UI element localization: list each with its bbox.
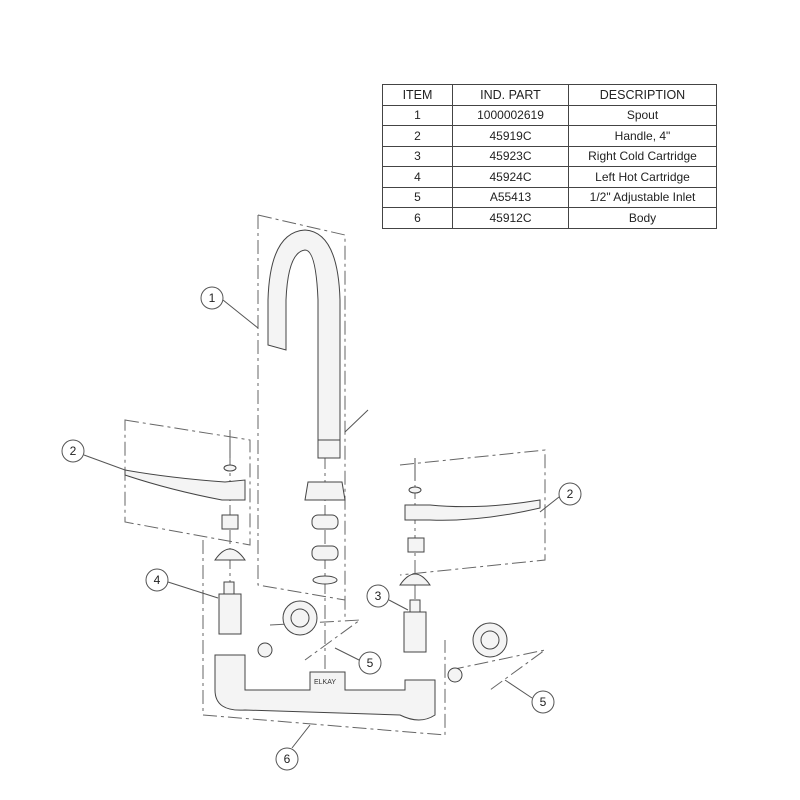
svg-text:2: 2 bbox=[70, 444, 77, 458]
right-handle bbox=[404, 499, 541, 521]
washer-right bbox=[447, 667, 463, 683]
svg-text:1: 1 bbox=[209, 291, 216, 305]
set-screw bbox=[344, 409, 369, 433]
svg-text:3: 3 bbox=[375, 589, 382, 603]
svg-text:4: 4 bbox=[154, 573, 161, 587]
right-stem bbox=[409, 599, 421, 613]
left-adapter bbox=[221, 514, 239, 530]
spout-bushing bbox=[311, 545, 339, 561]
spout-nut bbox=[304, 481, 346, 501]
callout-3: 3 bbox=[366, 584, 390, 608]
spout-group-outline bbox=[257, 214, 346, 620]
callout-4: 4 bbox=[145, 568, 169, 592]
spout-o-ring bbox=[312, 575, 338, 585]
cell-description: 1/2" Adjustable Inlet bbox=[568, 186, 717, 208]
washer-left bbox=[257, 642, 273, 658]
left-handle-group-outline bbox=[124, 419, 251, 546]
callout-1: 1 bbox=[200, 286, 224, 310]
right-washer bbox=[408, 486, 422, 494]
faucet-body bbox=[214, 654, 436, 721]
inlet-right-inner bbox=[480, 630, 500, 650]
callout-2-left: 2 bbox=[61, 439, 85, 463]
left-cap bbox=[214, 548, 246, 561]
left-handle bbox=[124, 469, 246, 501]
svg-text:2: 2 bbox=[567, 487, 574, 501]
right-handle-group-outline bbox=[399, 449, 546, 576]
cell-description: Left Hot Cartridge bbox=[568, 166, 717, 188]
right-cartridge bbox=[403, 611, 427, 653]
right-adapter bbox=[407, 537, 425, 553]
left-washer bbox=[223, 464, 237, 472]
right-cap bbox=[399, 573, 431, 586]
svg-text:5: 5 bbox=[367, 656, 374, 670]
left-stem bbox=[223, 581, 235, 595]
svg-text:6: 6 bbox=[284, 752, 291, 766]
cell-part: 45912C bbox=[452, 207, 569, 229]
callout-5-right: 5 bbox=[531, 690, 555, 714]
left-cartridge bbox=[218, 593, 242, 635]
body-logo: ELKAY bbox=[314, 679, 336, 686]
cell-description: Handle, 4" bbox=[568, 125, 717, 147]
body-group-outline bbox=[202, 540, 446, 736]
spout-ring bbox=[311, 514, 339, 530]
callout-6: 6 bbox=[275, 747, 299, 771]
spout-base bbox=[317, 439, 341, 459]
cell-description: Body bbox=[568, 207, 717, 229]
callout-2-right: 2 bbox=[558, 482, 582, 506]
inlet-right-outline bbox=[449, 649, 546, 691]
svg-text:5: 5 bbox=[540, 695, 547, 709]
callout-5-left: 5 bbox=[358, 651, 382, 675]
spout bbox=[267, 229, 341, 456]
inlet-left-inner bbox=[290, 608, 310, 628]
leader-lines bbox=[83, 299, 560, 749]
